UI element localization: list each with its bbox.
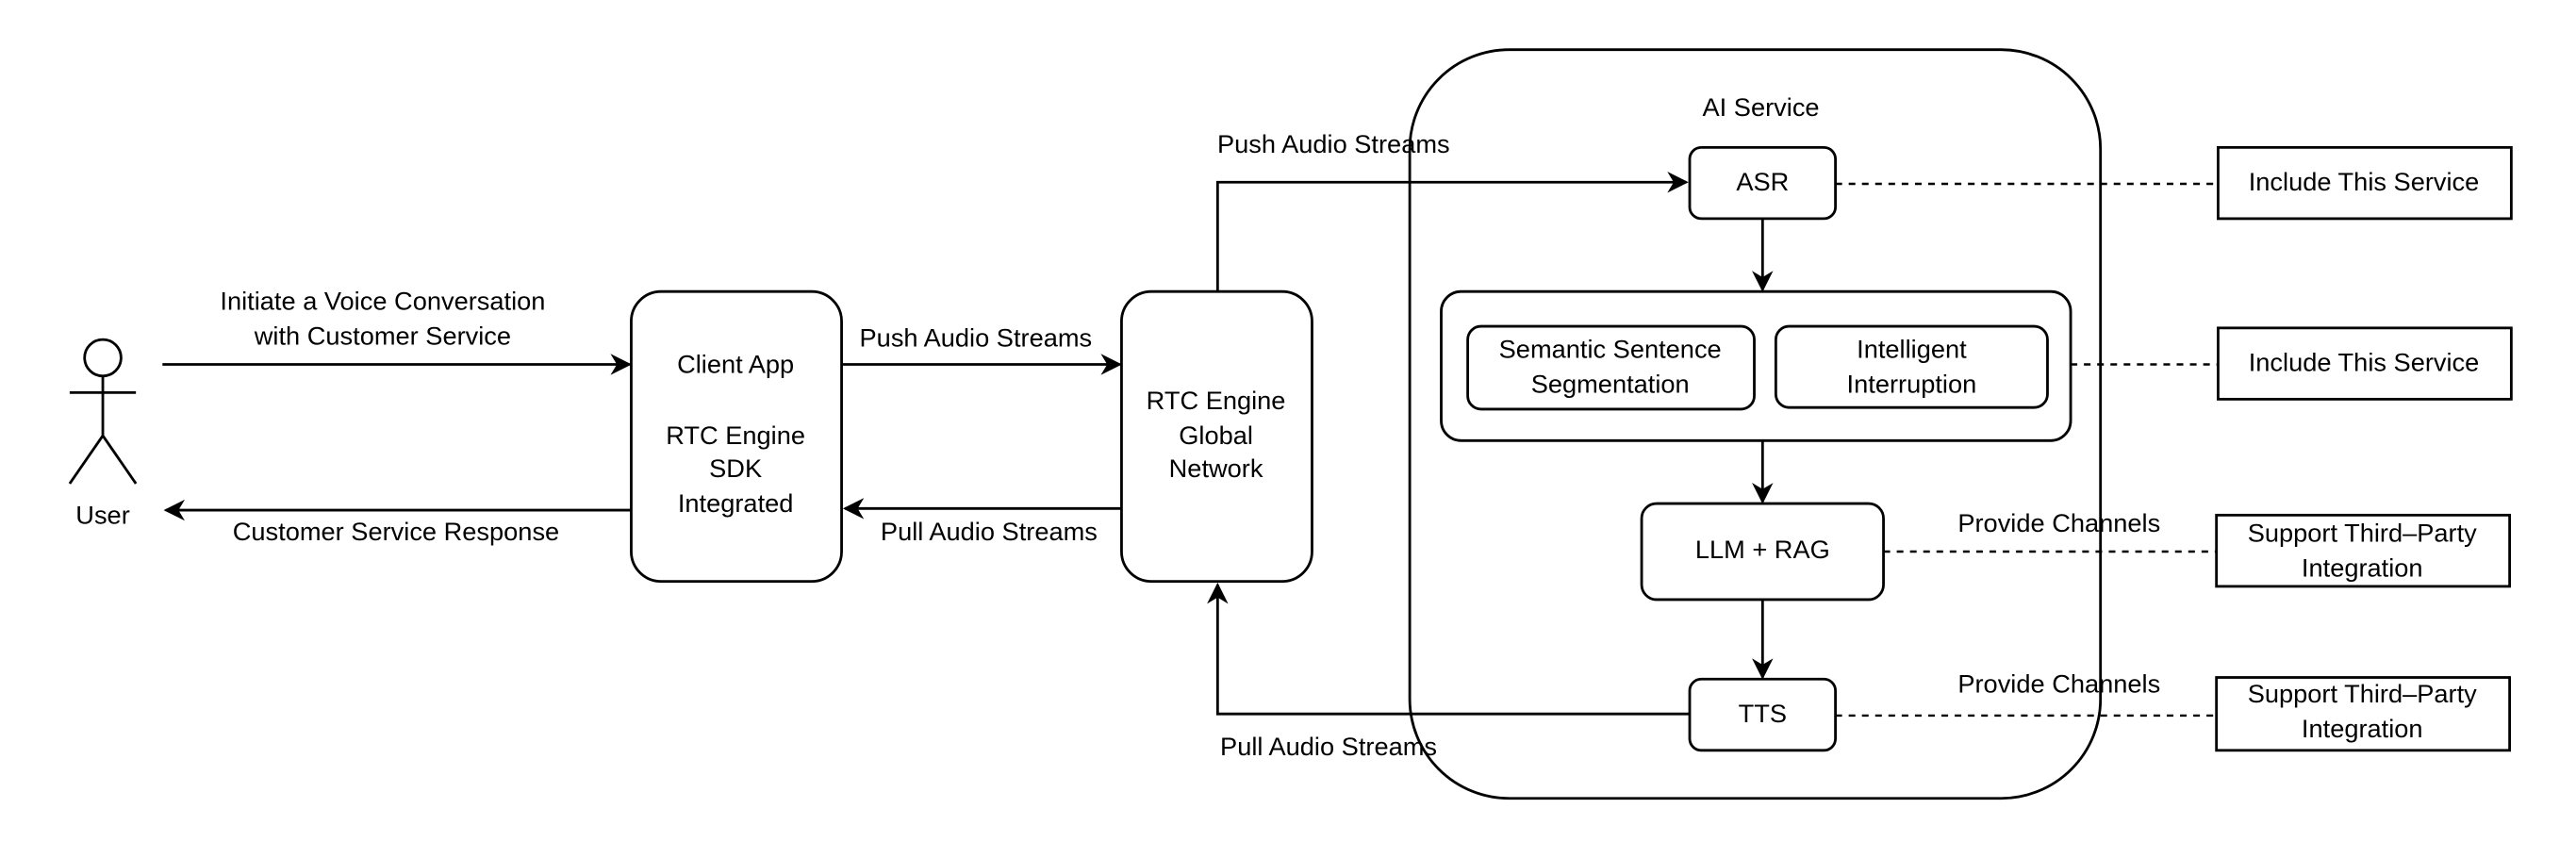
llm-note-box[interactable]	[2215, 513, 2512, 588]
client-app-title: Client App	[677, 349, 794, 378]
client-app-line2: RTC Engine	[666, 421, 805, 450]
initiate-label-line2: with Customer Service	[254, 322, 511, 351]
interruption-line1: Intelligent	[1857, 335, 1967, 364]
ai-service-label: AI Service	[1703, 92, 1820, 122]
client-app-node[interactable]	[630, 289, 843, 584]
tts-note-box[interactable]	[2215, 676, 2512, 752]
interruption-line2: Interruption	[1847, 370, 1977, 399]
tts-label: TTS	[1739, 699, 1787, 728]
tts-note-line2: Integration	[2302, 714, 2423, 743]
segmentation-line2: Segmentation	[1531, 370, 1690, 399]
asr-label: ASR	[1736, 167, 1789, 196]
llm-note-line1: Support Third–Party	[2248, 519, 2477, 548]
rtc-network-line1: RTC Engine	[1147, 386, 1286, 415]
rtc-network-line2: Global	[1179, 421, 1253, 450]
rtc-pull-arrow	[1207, 582, 1691, 716]
segmentation-line1: Semantic Sentence	[1499, 335, 1722, 364]
user-actor-icon[interactable]	[68, 338, 138, 485]
initiate-label-line1: Initiate a Voice Conversation	[220, 287, 545, 316]
client-app-line3: SDK	[709, 454, 762, 483]
llm-note-line2: Integration	[2302, 553, 2423, 583]
rtc-network-line3: Network	[1169, 454, 1263, 483]
tts-note-line1: Support Third–Party	[2248, 679, 2477, 708]
rtc-push-arrow	[1215, 172, 1689, 292]
llm-rag-label: LLM + RAG	[1695, 535, 1830, 564]
llm-channel-label: Provide Channels	[1957, 508, 2160, 537]
interruption-node[interactable]	[1774, 324, 2049, 409]
client-pull-label: Pull Audio Streams	[881, 517, 1098, 546]
asr-note-label: Include This Service	[2249, 167, 2480, 196]
middle-note-label: Include This Service	[2249, 348, 2480, 377]
middle-note-box[interactable]	[2217, 326, 2513, 401]
segmentation-node[interactable]	[1466, 324, 1756, 411]
tts-channel-label: Provide Channels	[1957, 668, 2160, 698]
client-push-label: Push Audio Streams	[860, 322, 1093, 352]
rtc-push-label: Push Audio Streams	[1217, 129, 1450, 158]
client-app-line4: Integrated	[678, 488, 794, 518]
rtc-pull-label: Pull Audio Streams	[1220, 732, 1437, 761]
user-label: User	[75, 500, 129, 529]
asr-note-box[interactable]	[2217, 145, 2513, 221]
response-label: Customer Service Response	[233, 517, 559, 546]
